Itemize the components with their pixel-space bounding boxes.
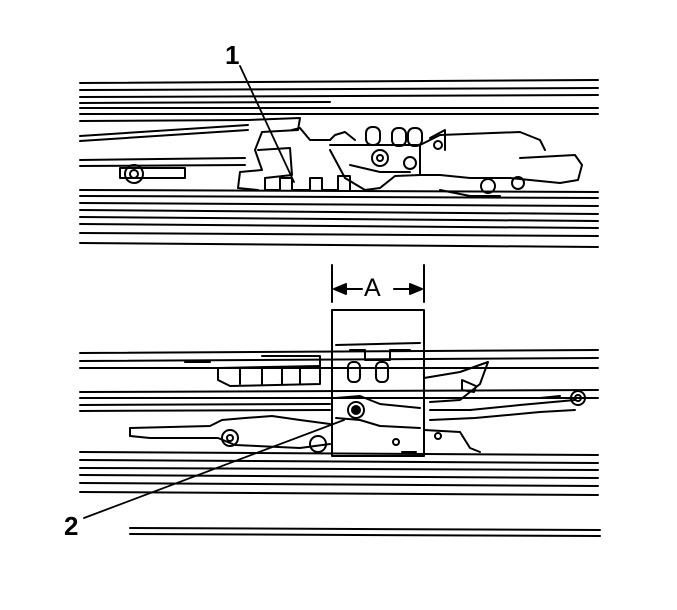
- callout-label-2: 2: [64, 511, 79, 541]
- callout-2-leader: [83, 419, 345, 519]
- bottom-assembly: [79, 309, 601, 537]
- dimension-a: [331, 264, 425, 303]
- bottom-left-lever: [129, 355, 331, 453]
- bottom-latch: [335, 342, 421, 453]
- dimension-label-a: A: [364, 274, 381, 302]
- top-rails: [79, 79, 599, 248]
- callout-1-leader: [239, 65, 295, 183]
- top-latch: [237, 117, 583, 197]
- top-assembly: [79, 65, 599, 248]
- bottom-rails: [79, 349, 601, 537]
- callout-label-1: 1: [225, 40, 240, 70]
- top-left-slot: [119, 164, 186, 184]
- bottom-right-cam: [423, 361, 586, 453]
- measurement-frame: [331, 309, 425, 457]
